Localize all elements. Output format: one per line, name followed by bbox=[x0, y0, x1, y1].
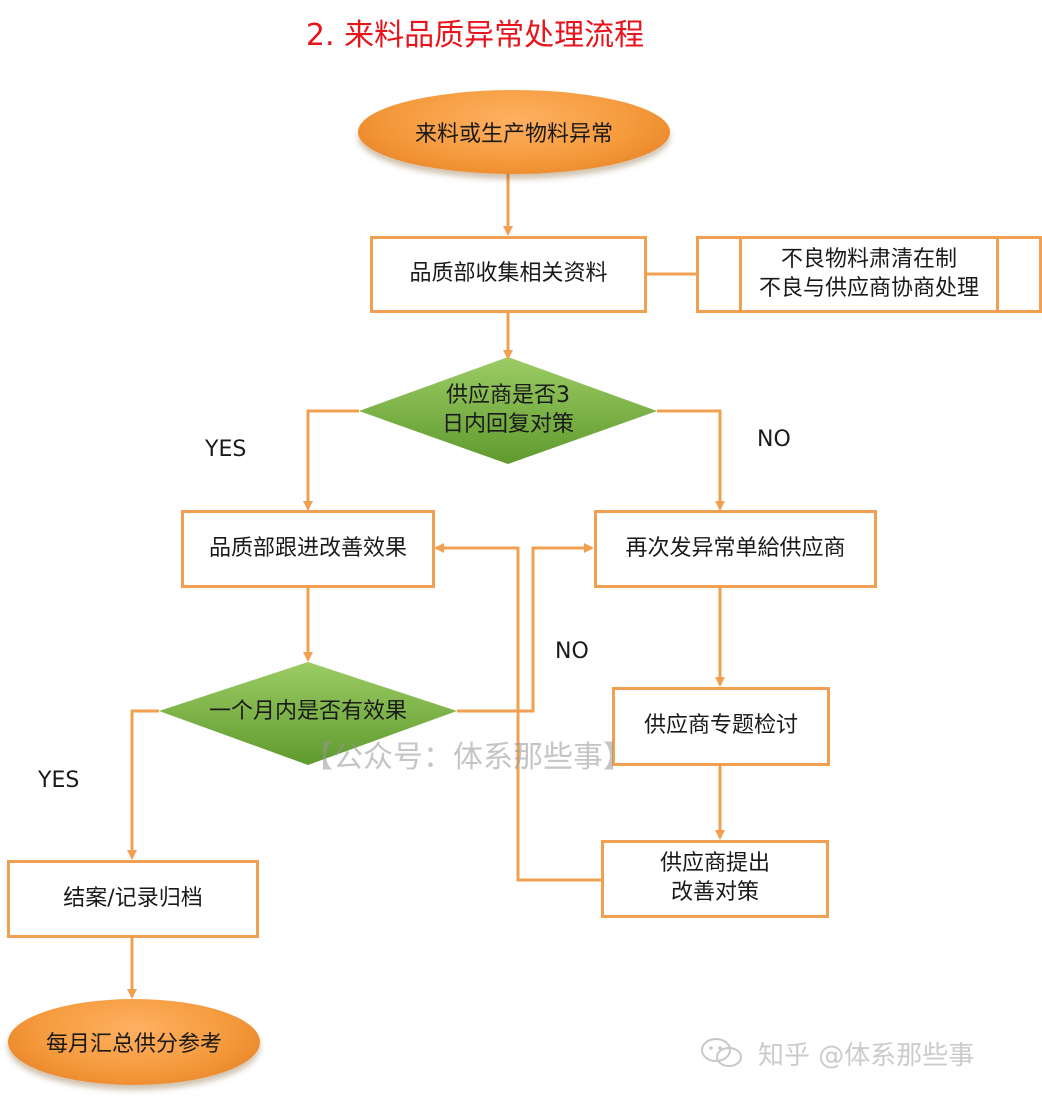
side-box-line2: 不良与供应商协商处理 bbox=[758, 275, 979, 301]
decision2-label: 一个月内是否有效果 bbox=[208, 698, 407, 724]
start-node: 来料或生产物料异常 bbox=[358, 90, 670, 174]
yes-label-2: YES bbox=[38, 768, 80, 793]
decision2-text: 一个月内是否有效果 bbox=[189, 692, 427, 732]
collect-data-box: 品质部收集相关资料 bbox=[370, 236, 647, 313]
no-label-2: NO bbox=[555, 639, 589, 664]
propose-line2: 改善对策 bbox=[670, 880, 759, 905]
decision1-line2: 日内回复对策 bbox=[441, 412, 574, 437]
decision-diamond-1month bbox=[159, 662, 457, 765]
resend-label: 再次发异常单給供应商 bbox=[625, 535, 846, 561]
propose-line1: 供应商提出 bbox=[659, 851, 770, 877]
start-label: 来料或生产物料异常 bbox=[414, 122, 613, 147]
side-box-text: 不良物料肃清在制 不良与供应商协商处理 bbox=[759, 246, 979, 303]
side-box-line1: 不良物料肃清在制 bbox=[780, 246, 957, 272]
end-label: 每月汇总供分参考 bbox=[45, 1032, 222, 1057]
arrow-decision2-no bbox=[457, 543, 594, 713]
yes-label-1: YES bbox=[205, 437, 247, 462]
watermark-center: 【公众号：体系那些事】 bbox=[303, 740, 633, 775]
side-box-inner-right-divider bbox=[996, 239, 999, 310]
propose-box: 供应商提出 改善对策 bbox=[601, 840, 829, 918]
propose-text: 供应商提出 改善对策 bbox=[660, 850, 770, 907]
arrow-propose-to-followup bbox=[434, 543, 602, 882]
follow-up-box: 品质部跟进改善效果 bbox=[181, 510, 435, 588]
close-label: 结案/记录归档 bbox=[63, 885, 203, 911]
wechat-icon bbox=[700, 1036, 744, 1070]
resend-box: 再次发异常单給供应商 bbox=[594, 510, 877, 588]
review-label: 供应商专题检讨 bbox=[643, 713, 798, 739]
collect-label: 品质部收集相关资料 bbox=[409, 261, 608, 287]
decision1-line1: 供应商是否3 bbox=[446, 383, 570, 409]
no-label-1: NO bbox=[757, 427, 791, 452]
page-title: 2. 来料品质异常处理流程 bbox=[305, 18, 645, 53]
arrow-decision2-yes bbox=[127, 709, 159, 860]
decision1-text: 供应商是否3 日内回复对策 bbox=[409, 380, 607, 442]
arrow-decision1-no bbox=[657, 409, 725, 511]
follow-up-label: 品质部跟进改善效果 bbox=[208, 535, 407, 561]
close-box: 结案/记录归档 bbox=[7, 860, 259, 938]
decision-diamond-3day bbox=[359, 357, 657, 464]
arrow-decision1-yes bbox=[303, 409, 359, 511]
review-box: 供应商专题检讨 bbox=[612, 687, 830, 766]
side-box-inner-left-divider bbox=[739, 239, 742, 310]
watermark-corner: 知乎 @体系那些事 bbox=[758, 1041, 975, 1071]
side-action-box: 不良物料肃清在制 不良与供应商协商处理 bbox=[696, 236, 1042, 313]
end-node: 每月汇总供分参考 bbox=[8, 999, 260, 1085]
